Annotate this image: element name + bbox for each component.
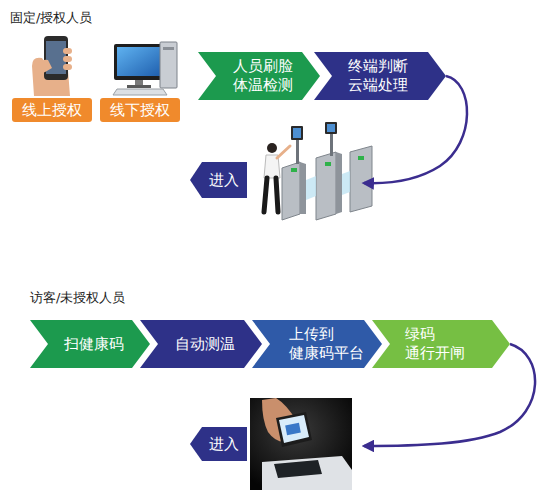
pc-tower: [160, 42, 177, 88]
shape-fill: [190, 162, 247, 198]
text-holder: 人员刷脸 体温检测: [233, 52, 303, 100]
shape-fill: [372, 320, 510, 368]
text-holder: 绿码 通行开闸: [405, 320, 475, 368]
shape-fill: [252, 320, 382, 368]
person-arm: [277, 146, 290, 158]
face-terminal: [291, 126, 303, 140]
photo-background: [250, 398, 352, 490]
scanner-window: [274, 460, 322, 478]
text-holder: 扫健康码: [44, 320, 144, 368]
enter-tag: 进入: [190, 427, 247, 461]
person-legs: [264, 178, 278, 212]
face-terminal: [325, 122, 337, 134]
text-holder: 进入: [200, 427, 247, 461]
process-chevron: 自动测温: [140, 320, 262, 368]
shape-fill: [140, 320, 262, 368]
text-holder: 终端判断 云端处理: [348, 52, 418, 100]
auth-button: 线上授权: [12, 98, 92, 122]
button-fill: [100, 98, 180, 122]
drive-bay: [163, 47, 174, 50]
node-text: 终端判断 云端处理: [348, 57, 418, 95]
node-text: 进入: [209, 171, 239, 190]
section-heading: 访客/未授权人员: [30, 289, 125, 307]
thumb: [36, 60, 52, 74]
enter-tag: 进入: [190, 162, 247, 198]
node-text: 上传到 健康码平台: [289, 325, 374, 363]
status-light: [291, 168, 297, 172]
node-text: 绿码 通行开闸: [405, 325, 475, 363]
button-fill: [12, 98, 92, 122]
status-light: [325, 162, 331, 166]
shape-fill: [30, 320, 150, 368]
phone-hand-icon: [32, 36, 72, 96]
process-chevron: 绿码 通行开闸: [372, 320, 510, 368]
process-chevron: 扫健康码: [30, 320, 150, 368]
glass-wing: [306, 176, 316, 200]
node-text: 线下授权: [110, 101, 170, 120]
monitor-screen: [117, 47, 161, 76]
computer-icon: [113, 42, 177, 95]
finger: [63, 64, 72, 70]
finger: [63, 48, 72, 54]
phone-body: [276, 412, 312, 447]
text-holder: 上传到 健康码平台: [289, 320, 374, 368]
person-head: [267, 143, 277, 153]
text-holder: 自动测温: [154, 320, 256, 368]
finger: [63, 56, 72, 62]
text-holder: 进入: [200, 162, 247, 198]
scanner-device: [262, 456, 352, 490]
scan-photo: [250, 398, 352, 490]
keyboard: [113, 89, 167, 95]
qr-code: [285, 423, 301, 435]
glass-wing: [342, 171, 350, 195]
text-holder: 线下授权: [100, 98, 180, 122]
gate-cabinet: [350, 146, 372, 212]
terminal-screen: [293, 128, 301, 138]
status-light: [358, 156, 364, 160]
gate-cabinet: [282, 162, 300, 220]
section-heading: 固定/授权人员: [10, 9, 92, 27]
process-chevron: 终端判断 云端处理: [314, 52, 446, 100]
node-text: 扫健康码: [64, 335, 124, 354]
gate-cabinet-side: [336, 152, 342, 214]
process-chevron: 上传到 健康码平台: [252, 320, 382, 368]
phone-screen: [279, 415, 309, 443]
node-text: 人员刷脸 体温检测: [233, 57, 303, 95]
gate-cabinet-side: [300, 162, 306, 214]
node-text: 线上授权: [22, 101, 82, 120]
shape-fill: [198, 52, 320, 100]
terminal-screen: [327, 124, 335, 132]
shape-fill: [314, 52, 446, 100]
gate-cabinet: [316, 152, 336, 220]
auth-button: 线下授权: [100, 98, 180, 122]
shape-fill: [190, 427, 247, 461]
text-holder: 线上授权: [12, 98, 92, 122]
node-text: 进入: [209, 435, 239, 454]
process-chevron: 人员刷脸 体温检测: [198, 52, 320, 100]
node-text: 自动测温: [175, 335, 235, 354]
monitor-frame: [114, 44, 164, 80]
turnstile-illustration: [264, 122, 372, 220]
monitor-base: [127, 85, 151, 88]
